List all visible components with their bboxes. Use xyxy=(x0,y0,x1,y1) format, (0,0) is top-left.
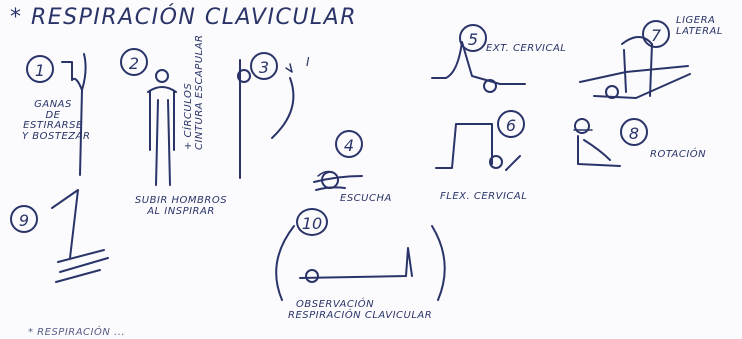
caption-line: AL INSPIRAR xyxy=(126,207,236,218)
figure-number-5: 5 xyxy=(459,24,487,52)
caption-line: ROTACIÓN xyxy=(650,150,706,161)
figure-8-drawing xyxy=(574,119,620,166)
caption-line: EXT. CERVICAL xyxy=(486,44,566,55)
figure-3-marker: I xyxy=(306,56,310,69)
figure-4-drawing xyxy=(314,172,362,191)
figure-6-caption: FLEX. CERVICAL xyxy=(440,192,527,203)
figure-number-4: 4 xyxy=(335,130,363,158)
figure-2-drawing xyxy=(148,70,176,185)
figure-9-drawing xyxy=(52,190,108,282)
figure-10-caption: OBSERVACIÓN RESPIRACIÓN CLAVICULAR xyxy=(288,300,432,321)
figure-8-caption: ROTACIÓN xyxy=(650,150,706,161)
figure-1-caption: GANAS DE ESTIRARSE Y BOSTEZAR xyxy=(22,100,84,142)
figure-number-2: 2 xyxy=(120,48,148,76)
figure-4-caption: ESCUCHA xyxy=(340,194,392,205)
caption-line: + CÍRCULOS xyxy=(184,30,195,150)
caption-line: RESPIRACIÓN CLAVICULAR xyxy=(288,311,432,322)
figure-3-caption: + CÍRCULOS CINTURA ESCAPULAR xyxy=(184,30,205,150)
figure-number-3: 3 xyxy=(250,52,278,80)
figure-number-10: 10 xyxy=(296,208,328,236)
figure-number-6: 6 xyxy=(497,110,525,138)
figure-7-caption: LIGERA LATERAL xyxy=(676,16,723,37)
caption-line: GANAS xyxy=(22,100,84,111)
figure-2-caption: SUBIR HOMBROS AL INSPIRAR xyxy=(126,196,236,217)
figure-5-caption: EXT. CERVICAL xyxy=(486,44,566,55)
figure-number-7: 7 xyxy=(642,20,670,48)
figure-number-1: 1 xyxy=(26,55,54,83)
caption-line: ESCUCHA xyxy=(340,194,392,205)
caption-line: LATERAL xyxy=(676,27,723,38)
caption-line: ESTIRARSE xyxy=(22,121,84,132)
caption-line: SUBIR HOMBROS xyxy=(126,196,236,207)
footer-partial-text: * RESPIRACIÓN ... xyxy=(28,328,125,339)
caption-line: LIGERA xyxy=(676,16,723,27)
figure-10-drawing xyxy=(276,226,445,300)
caption-line: CINTURA ESCAPULAR xyxy=(195,30,206,150)
figure-number-8: 8 xyxy=(620,118,648,146)
caption-line: OBSERVACIÓN xyxy=(296,300,432,311)
caption-line: Y BOSTEZAR xyxy=(22,132,84,143)
caption-line: FLEX. CERVICAL xyxy=(440,192,527,203)
figure-number-9: 9 xyxy=(10,205,38,233)
figure-7-drawing xyxy=(580,37,690,98)
